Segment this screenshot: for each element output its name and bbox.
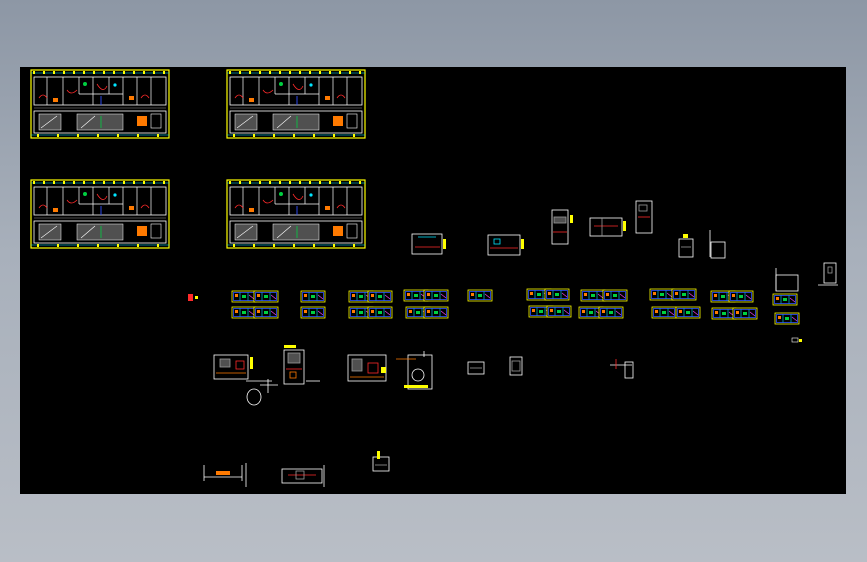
section-detail-a[interactable]: [411, 233, 446, 255]
section-detail-b[interactable]: [487, 234, 524, 256]
section-detail-l[interactable]: [372, 451, 390, 472]
floor-plan-2[interactable]: [226, 69, 366, 139]
section-detail-j[interactable]: [203, 463, 247, 487]
elevation-d[interactable]: [396, 351, 433, 390]
elevation-b[interactable]: [283, 345, 320, 385]
section-detail-i[interactable]: [818, 262, 838, 286]
section-detail-d[interactable]: [589, 217, 626, 237]
detail-marker-small[interactable]: [791, 337, 802, 343]
section-detail-e[interactable]: [635, 200, 653, 234]
section-detail-k[interactable]: [281, 465, 325, 487]
section-detail-h[interactable]: [775, 268, 799, 292]
section-detail-c[interactable]: [551, 209, 573, 245]
floor-plan-1[interactable]: [30, 69, 170, 139]
drawing-canvas[interactable]: [20, 67, 846, 494]
floor-plan-4[interactable]: [226, 179, 366, 249]
elevation-a[interactable]: [213, 354, 278, 406]
section-detail-g[interactable]: [709, 230, 726, 259]
cad-drawing[interactable]: [20, 67, 846, 494]
elevation-c[interactable]: [347, 354, 387, 382]
section-detail-f[interactable]: [678, 234, 694, 258]
elevation-f[interactable]: [509, 356, 523, 376]
elevation-g[interactable]: [610, 359, 634, 379]
floor-plan-3[interactable]: [30, 179, 170, 249]
elevation-e[interactable]: [467, 361, 485, 375]
detail-panels[interactable]: [231, 288, 800, 325]
detail-marker[interactable]: [188, 294, 198, 301]
